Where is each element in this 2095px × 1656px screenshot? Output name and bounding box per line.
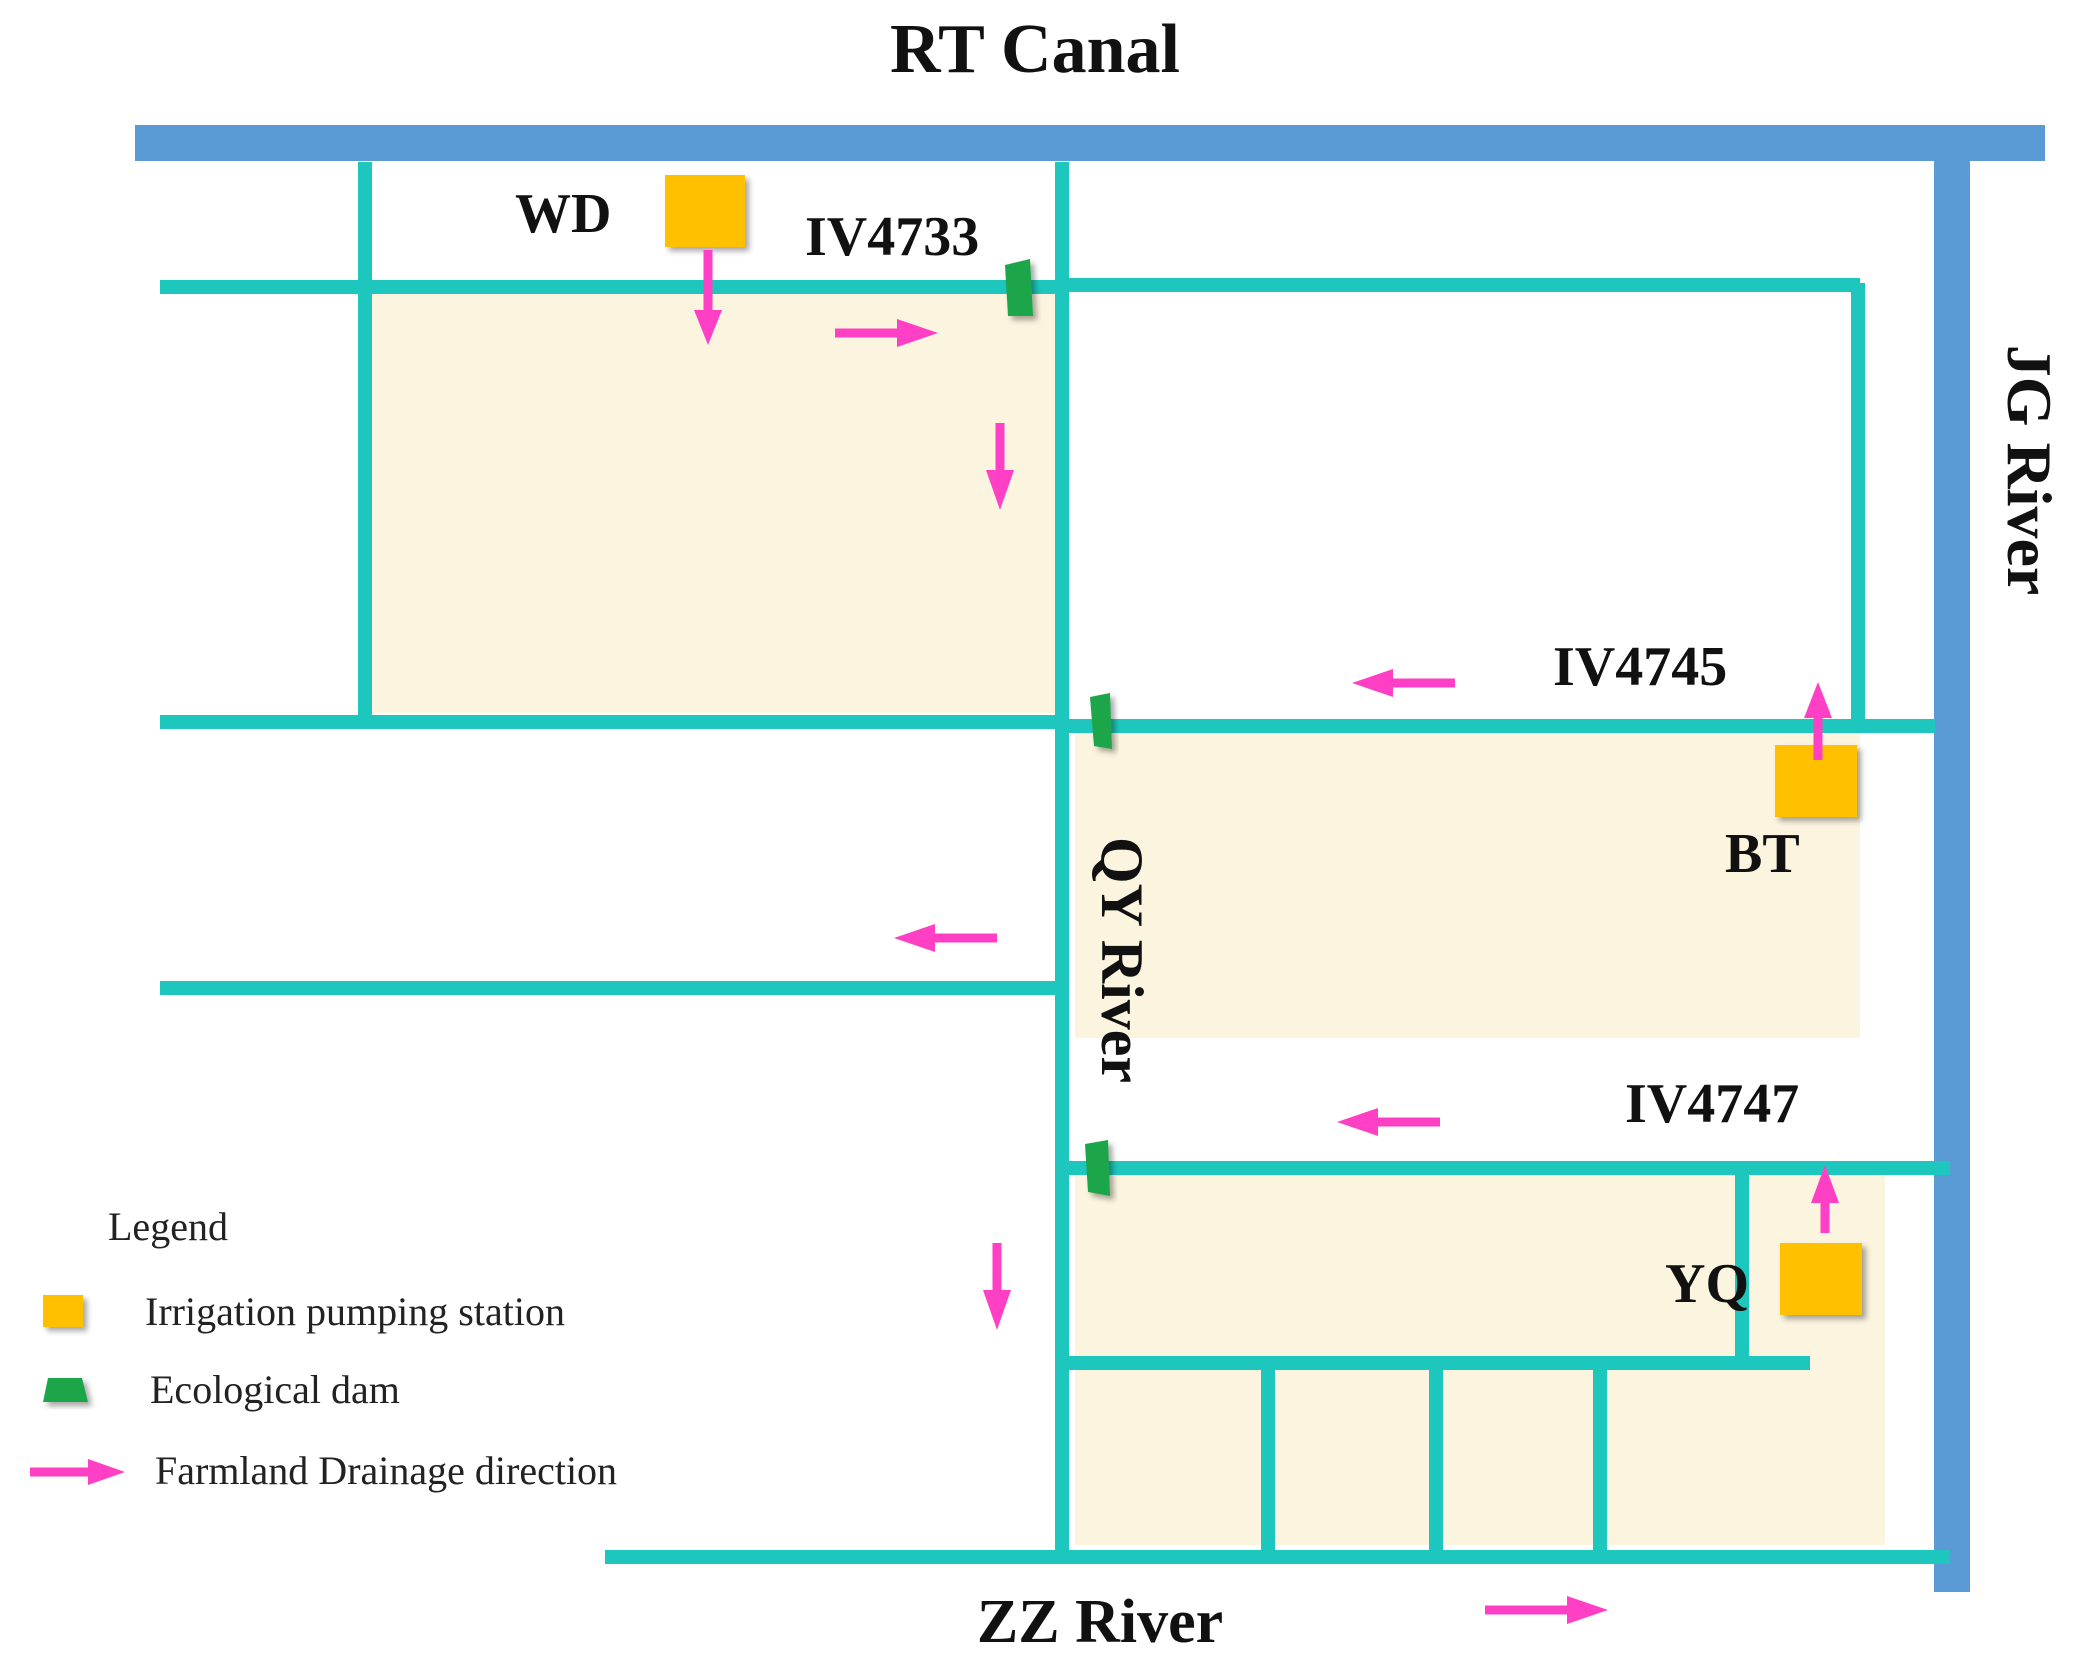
ecological-dams: [1005, 259, 1112, 1196]
iv4747-label: IV4747: [1625, 1073, 1799, 1135]
zz-river-label: ZZ River: [977, 1588, 1223, 1656]
legend: Legend Irrigation pumping station Ecolog…: [30, 1204, 617, 1493]
yq-label: YQ: [1665, 1253, 1749, 1315]
wd-label: WD: [515, 183, 611, 245]
drainage-arrows: [694, 250, 1839, 1624]
drainage-arrow-up: [1811, 1165, 1839, 1233]
iv4733-label: IV4733: [805, 206, 979, 268]
channels: [160, 162, 1950, 1564]
legend-item-label: Farmland Drainage direction: [155, 1448, 617, 1493]
dam-icon: [43, 1378, 88, 1402]
dam-icon: [1005, 259, 1033, 316]
map-labels: RT Canal JG River QY River ZZ River WD B…: [515, 11, 2065, 1656]
farmland-area-central: [1075, 730, 1860, 1038]
pump-station-yq: [1780, 1243, 1862, 1315]
bt-label: BT: [1725, 823, 1800, 885]
main-rivers: [135, 125, 2045, 1592]
jg-river-label: JG River: [1994, 345, 2065, 596]
drainage-arrow-left: [1337, 1108, 1440, 1136]
drainage-arrow-down: [983, 1243, 1011, 1330]
drainage-arrow-up: [1804, 682, 1832, 760]
drainage-arrow-down: [694, 250, 722, 345]
drainage-arrow-right: [835, 319, 938, 347]
pump-station-wd: [665, 175, 745, 247]
pump-station-icon: [43, 1295, 83, 1327]
qy-river-label: QY River: [1089, 837, 1155, 1083]
drainage-arrow-right: [1485, 1596, 1608, 1624]
legend-item-label: Irrigation pumping station: [145, 1289, 565, 1334]
legend-title: Legend: [108, 1204, 228, 1249]
farmland-area-northwest: [370, 288, 1055, 713]
pumping-stations: [665, 175, 1862, 1315]
iv4745-label: IV4745: [1553, 636, 1727, 698]
drainage-arrow-left: [894, 924, 997, 952]
legend-item-label: Ecological dam: [150, 1367, 400, 1412]
dam-icon: [1085, 1140, 1110, 1196]
arrow-right-icon: [30, 1459, 125, 1485]
drainage-arrow-down: [986, 423, 1014, 510]
dam-icon: [1090, 693, 1112, 749]
drainage-arrow-left: [1352, 669, 1455, 697]
rt-canal-label: RT Canal: [890, 11, 1180, 88]
